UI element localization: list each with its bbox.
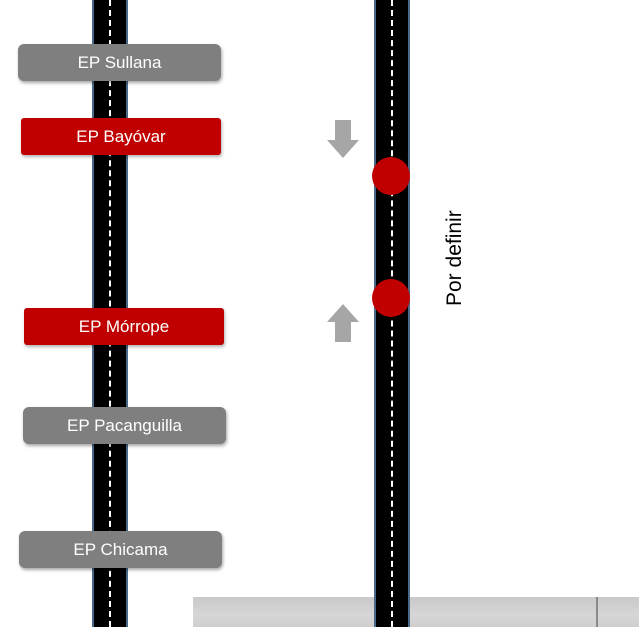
marker-north <box>372 157 410 195</box>
station-bayovar: EP Bayóvar <box>21 118 221 155</box>
arrow-up-icon <box>327 304 359 342</box>
station-pacanguilla: EP Pacanguilla <box>23 407 226 444</box>
background-photo <box>193 597 639 627</box>
pole-shape <box>596 597 598 627</box>
station-sullana: EP Sullana <box>18 44 221 81</box>
station-morrope: EP Mórrope <box>24 308 224 345</box>
station-chicama: EP Chicama <box>19 531 222 568</box>
por-definir-label: Por definir <box>443 210 466 306</box>
marker-south <box>372 279 410 317</box>
arrow-down-icon <box>327 120 359 158</box>
